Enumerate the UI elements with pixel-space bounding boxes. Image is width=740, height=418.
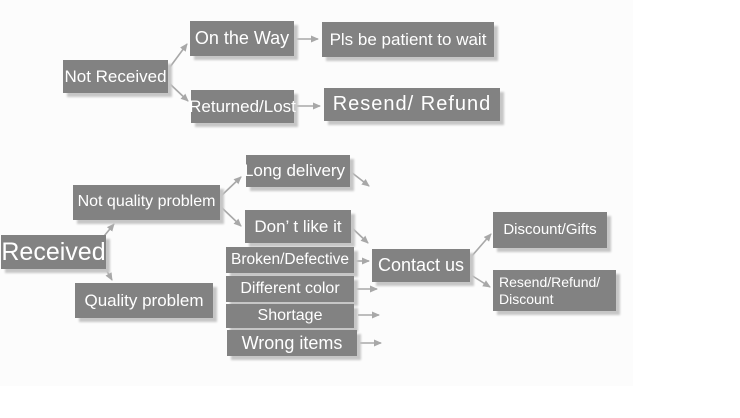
- arrow-contact-us-to-discount-gifts: [470, 233, 492, 258]
- node-not-received: Not Received: [63, 60, 168, 93]
- node-not-quality-problem: Not quality problem: [73, 185, 220, 220]
- node-resend-refund-discount: Resend/Refund/ Discount: [493, 270, 616, 311]
- node-wrong-items: Wrong items: [227, 330, 357, 356]
- node-contact-us: Contact us: [372, 249, 470, 282]
- node-quality-problem: Quality problem: [75, 283, 213, 318]
- node-resend-refund: Resend/ Refund: [324, 88, 500, 121]
- node-discount-gifts: Discount/Gifts: [493, 212, 607, 248]
- node-dont-like-it: Don’ t like it: [245, 210, 351, 243]
- arrow-not-received-to-on-the-way: [169, 43, 188, 68]
- arrow-contact-us-to-resend-refund-discount: [470, 274, 491, 288]
- arrow-not-quality-problem-to-dont-like-it: [220, 206, 242, 227]
- arrow-dont-like-it-to-contact-us: [350, 226, 369, 244]
- node-on-the-way: On the Way: [190, 21, 294, 56]
- node-pls-be-patient-to-wait: Pls be patient to wait: [322, 22, 494, 57]
- node-different-color: Different color: [226, 276, 354, 302]
- node-shortage: Shortage: [226, 304, 354, 328]
- arrow-not-quality-problem-to-long-delivery: [220, 176, 242, 197]
- node-returned-lost: Returned/Lost: [189, 90, 296, 123]
- arrow-long-delivery-to-contact-us: [350, 171, 370, 187]
- node-resend-refund-discount-line2: Discount: [499, 290, 554, 307]
- arrow-not-received-to-returned-lost: [169, 83, 189, 102]
- node-broken-defective: Broken/Defective: [226, 247, 354, 273]
- node-resend-refund-discount-line1: Resend/Refund/: [499, 274, 601, 291]
- node-received: Received: [1, 235, 106, 269]
- node-long-delivery: Long delivery: [244, 155, 350, 187]
